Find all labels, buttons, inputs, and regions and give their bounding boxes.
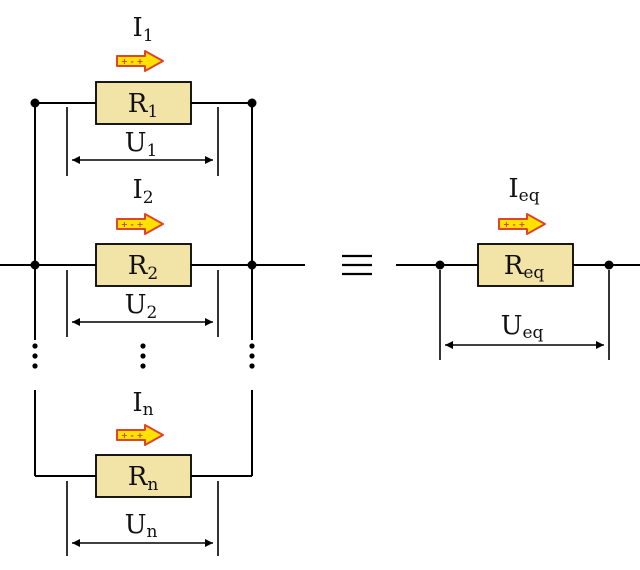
current-1-arrow-icon bbox=[116, 50, 164, 72]
eq-node-left bbox=[435, 260, 445, 270]
arrow-eq-sign: + - + bbox=[503, 220, 525, 229]
equivalence-symbol bbox=[342, 254, 372, 276]
ellipsis-right bbox=[249, 343, 255, 369]
current-eq-arrow-icon bbox=[498, 213, 546, 235]
current-arrow-n: + - + bbox=[116, 424, 164, 446]
current-1-label: I1 bbox=[132, 13, 153, 46]
junction-nodes bbox=[30, 98, 257, 270]
voltage-measure-2 bbox=[66, 270, 219, 337]
resistor-1-label: R1 bbox=[128, 89, 158, 122]
resistor-n bbox=[95, 454, 192, 498]
current-eq-label: Ieq bbox=[508, 174, 539, 206]
voltage-measure-1 bbox=[66, 107, 219, 176]
voltage-measure-n bbox=[66, 481, 219, 556]
current-2-label: I2 bbox=[132, 175, 153, 208]
ellipsis-left bbox=[32, 343, 38, 369]
node-mid-right bbox=[247, 260, 257, 270]
resistor-2 bbox=[95, 243, 192, 287]
current-2-arrow-icon bbox=[116, 213, 164, 235]
resistor-eq-label: Req bbox=[504, 251, 545, 283]
resistor-n-label: Rn bbox=[128, 462, 159, 495]
current-n-label: In bbox=[132, 388, 153, 420]
equivalent-circuit: + - + bbox=[396, 213, 640, 360]
current-arrow-2: + - + bbox=[116, 213, 164, 235]
node-mid-left bbox=[30, 260, 40, 270]
current-arrow-1: + - + bbox=[116, 50, 164, 72]
eq-node-right bbox=[604, 260, 614, 270]
resistor-1 bbox=[95, 81, 192, 125]
arrow-n-sign: + - + bbox=[121, 431, 143, 440]
arrow-1-sign: + - + bbox=[121, 57, 143, 66]
ellipsis-middle bbox=[140, 343, 146, 369]
voltage-2-label: U2 bbox=[125, 290, 158, 323]
left-network-wires bbox=[0, 102, 305, 477]
voltage-1-label: U1 bbox=[125, 128, 158, 161]
resistor-2-label: R2 bbox=[128, 251, 158, 284]
node-top-right bbox=[247, 98, 257, 108]
resistor-eq bbox=[477, 243, 574, 287]
voltage-n-label: Un bbox=[125, 510, 158, 542]
voltage-eq-label: Ueq bbox=[501, 311, 544, 343]
current-arrow-eq: + - + bbox=[498, 213, 546, 235]
arrow-2-sign: + - + bbox=[121, 220, 143, 229]
node-top-left bbox=[30, 98, 40, 108]
resistors bbox=[95, 81, 192, 498]
current-n-arrow-icon bbox=[116, 424, 164, 446]
